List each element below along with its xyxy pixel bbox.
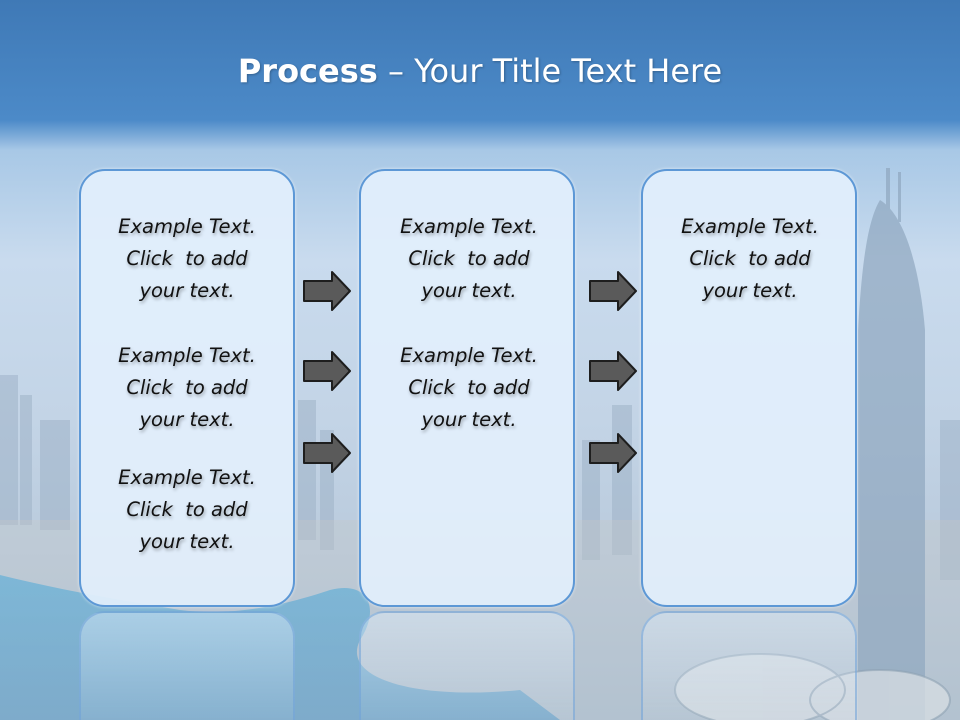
text-line: Example Text.: [681, 215, 819, 238]
text-line: Click to add: [408, 376, 530, 399]
right-arrow-icon: [589, 351, 637, 391]
right-arrow-icon: [303, 433, 351, 473]
text-line: Click to add: [408, 247, 530, 270]
text-line: your text.: [139, 530, 235, 553]
process-box-3[interactable]: [641, 169, 857, 607]
text-block[interactable]: Example Text. Click to add your text.: [79, 462, 295, 558]
text-line: your text.: [421, 279, 517, 302]
text-line: Example Text.: [400, 344, 538, 367]
text-block[interactable]: Example Text. Click to add your text.: [642, 211, 858, 307]
text-line: Example Text.: [118, 466, 256, 489]
text-line: Example Text.: [118, 215, 256, 238]
text-line: Click to add: [689, 247, 811, 270]
right-arrow-icon: [303, 271, 351, 311]
text-line: your text.: [139, 279, 235, 302]
right-arrow-icon: [303, 351, 351, 391]
process-box-3-reflection: [641, 611, 857, 720]
text-line: your text.: [421, 408, 517, 431]
text-block[interactable]: Example Text. Click to add your text.: [79, 340, 295, 436]
text-line: Click to add: [126, 498, 248, 521]
text-line: your text.: [139, 408, 235, 431]
process-box-1[interactable]: [79, 169, 295, 607]
process-box-2-reflection: [359, 611, 575, 720]
process-box-1-reflection: [79, 611, 295, 720]
text-block[interactable]: Example Text. Click to add your text.: [361, 211, 577, 307]
text-line: Click to add: [126, 247, 248, 270]
text-block[interactable]: Example Text. Click to add your text.: [361, 340, 577, 436]
text-line: Example Text.: [118, 344, 256, 367]
slide-title[interactable]: Process – Your Title Text Here: [0, 52, 960, 90]
title-rest-text: – Your Title Text Here: [377, 52, 723, 90]
text-block[interactable]: Example Text. Click to add your text.: [79, 211, 295, 307]
right-arrow-icon: [589, 271, 637, 311]
text-line: your text.: [702, 279, 798, 302]
process-box-2[interactable]: [359, 169, 575, 607]
text-line: Click to add: [126, 376, 248, 399]
title-bold-text: Process: [237, 52, 378, 90]
text-line: Example Text.: [400, 215, 538, 238]
right-arrow-icon: [589, 433, 637, 473]
